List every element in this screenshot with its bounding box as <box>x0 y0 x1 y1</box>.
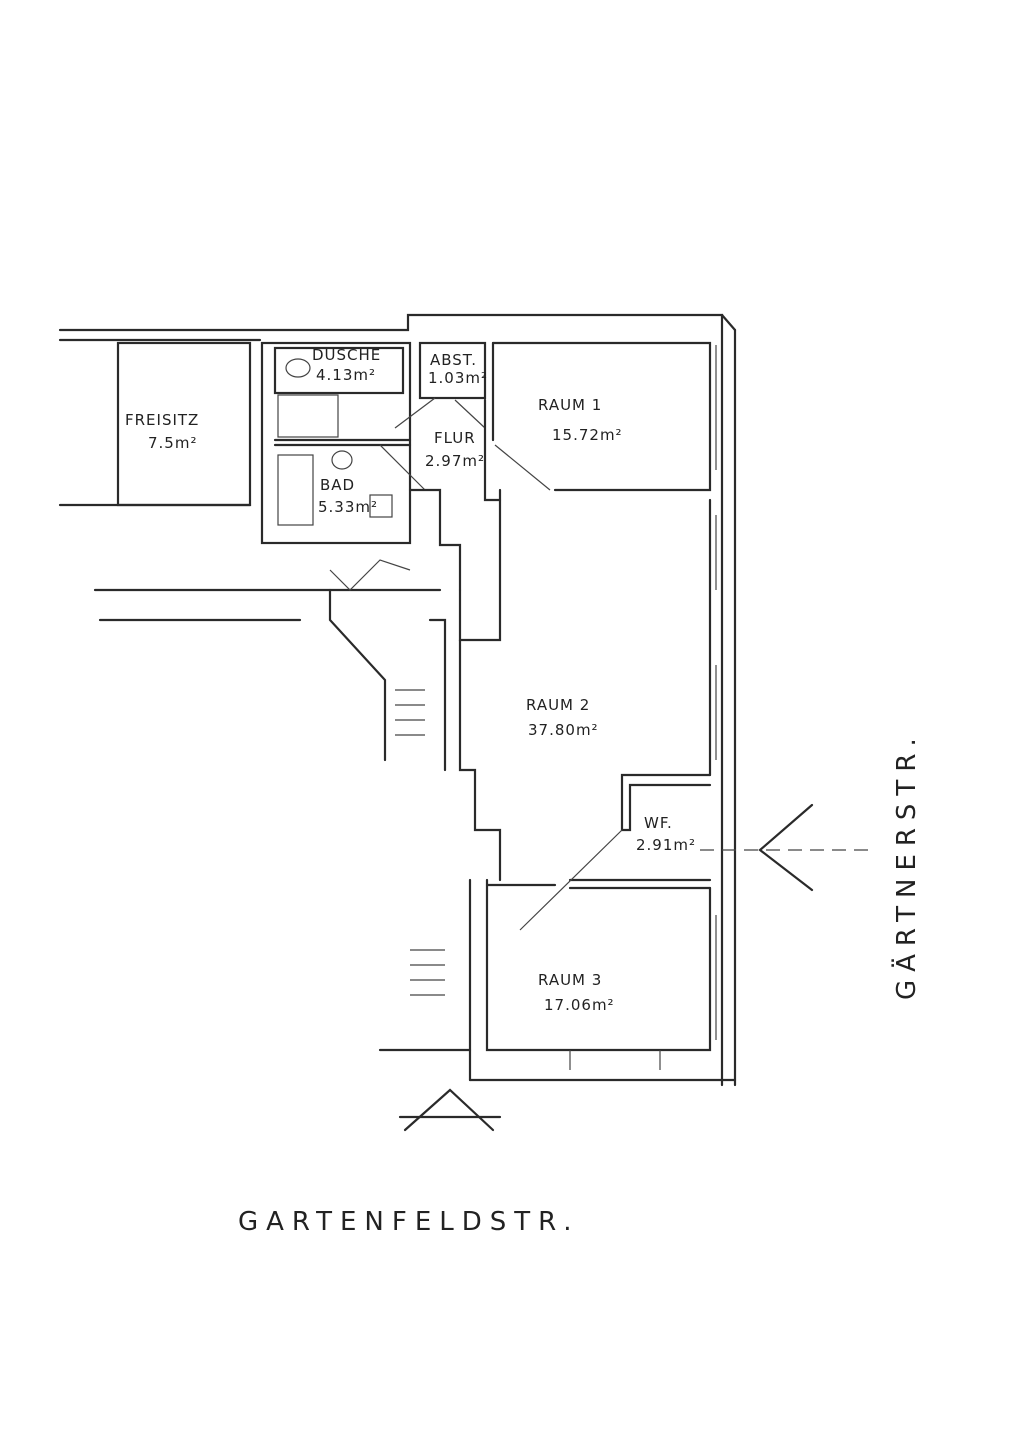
room-name-raum-1: RAUM 1 <box>538 396 602 414</box>
walls <box>58 313 737 1087</box>
room-labels: FREISITZ 7.5m² DUSCHE 4.13m² ABST. 1.03m… <box>125 346 696 1014</box>
room-area-abst: 1.03m² <box>428 369 488 387</box>
room-name-bad: BAD <box>320 476 355 494</box>
room-area-raum-3: 17.06m² <box>544 996 615 1014</box>
room-name-raum-3: RAUM 3 <box>538 971 602 989</box>
room-area-raum-1: 15.72m² <box>552 426 623 444</box>
entrance-markers <box>398 803 870 1132</box>
street-label-gartenfeldstr: GARTENFELDSTR. <box>238 1207 580 1237</box>
room-name-flur: FLUR <box>434 429 476 447</box>
room-area-flur: 2.97m² <box>425 452 485 470</box>
room-name-raum-2: RAUM 2 <box>526 696 590 714</box>
room-area-bad: 5.33m² <box>318 498 378 516</box>
street-label-gaertnerstr: GÄRTNERSTR. <box>890 730 922 1000</box>
room-area-dusche: 4.13m² <box>316 366 376 384</box>
room-area-freisitz: 7.5m² <box>148 434 197 452</box>
room-name-freisitz: FREISITZ <box>125 411 199 429</box>
room-name-wf: WF. <box>644 814 673 832</box>
room-name-dusche: DUSCHE <box>312 346 381 364</box>
room-area-raum-2: 37.80m² <box>528 721 599 739</box>
room-area-wf: 2.91m² <box>636 836 696 854</box>
room-name-abst: ABST. <box>430 351 477 369</box>
